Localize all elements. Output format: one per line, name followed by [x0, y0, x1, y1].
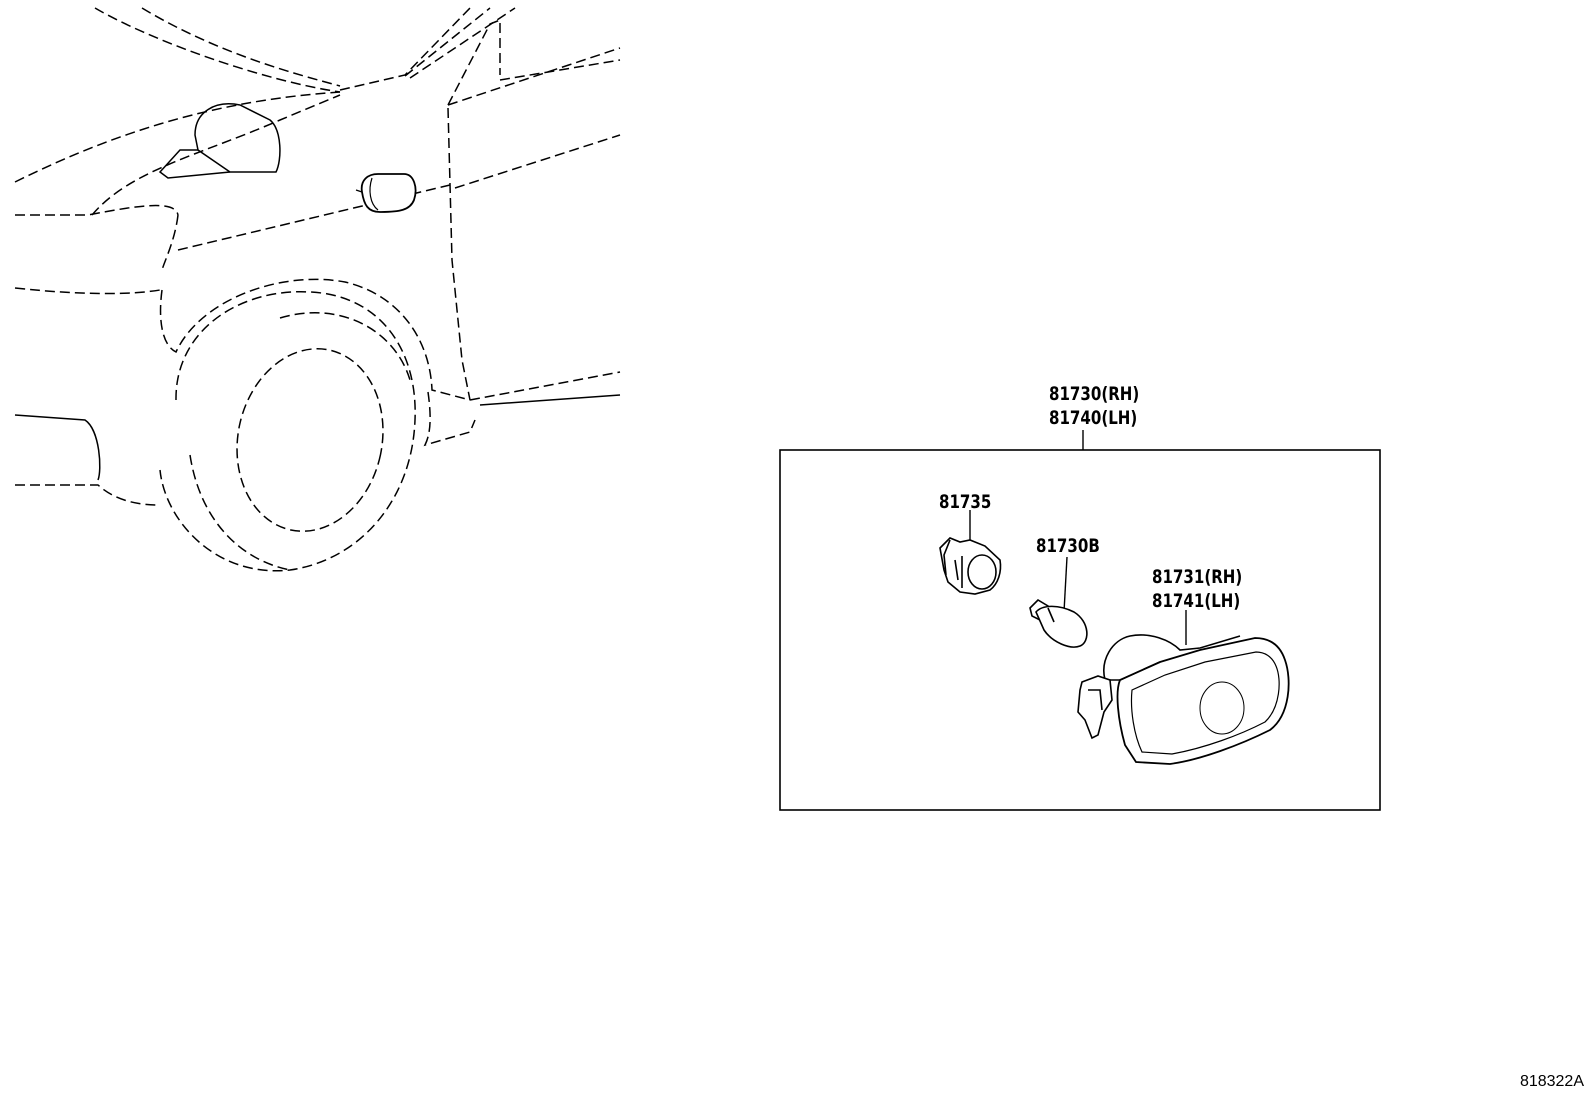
bumper-bottom [15, 484, 161, 506]
leader-bulb [1063, 556, 1068, 613]
vehicle-front-illustration [14, 7, 621, 572]
label-lens-rh: 81731(RH) [1152, 566, 1243, 588]
label-bulb: 81730B [1036, 535, 1100, 557]
door-upper-line [499, 59, 621, 81]
label-lens-lh: 81741(LH) [1152, 590, 1241, 612]
side-marker-lens-illustration [1077, 634, 1290, 765]
headlamp-top [91, 94, 341, 216]
bumper-mid-line [14, 287, 161, 295]
label-assembly-rh: 81730(RH) [1049, 383, 1140, 405]
wheel-arch [159, 278, 471, 401]
diagram-reference-number: 818322A [1519, 1073, 1584, 1090]
hood-front-edge [14, 91, 341, 183]
fender-door-gap [447, 107, 471, 401]
wheel-arch-liner [423, 391, 476, 447]
hood-line [141, 7, 341, 87]
bumper-lower [14, 414, 101, 481]
front-tire [159, 291, 416, 572]
label-socket: 81735 [939, 491, 992, 513]
hood-outline [94, 7, 341, 93]
door-window-line [447, 47, 621, 106]
door-belt-line [454, 134, 621, 189]
bulb-socket-illustration [939, 537, 1002, 595]
mirror-arm [158, 149, 231, 179]
label-assembly-lh: 81740(LH) [1049, 407, 1138, 429]
a-pillar-inner [404, 7, 491, 77]
a-pillar-rear [409, 7, 516, 79]
parts-assembly-box [779, 430, 1381, 811]
door-rocker [469, 371, 621, 401]
a-pillar [339, 7, 471, 91]
wedge-bulb-illustration [1029, 598, 1088, 648]
bumper-side [161, 214, 179, 271]
door-lower-line [479, 394, 621, 406]
door-edge [447, 18, 501, 106]
side-mirror [194, 103, 281, 173]
side-marker-lamp-location [355, 173, 417, 213]
